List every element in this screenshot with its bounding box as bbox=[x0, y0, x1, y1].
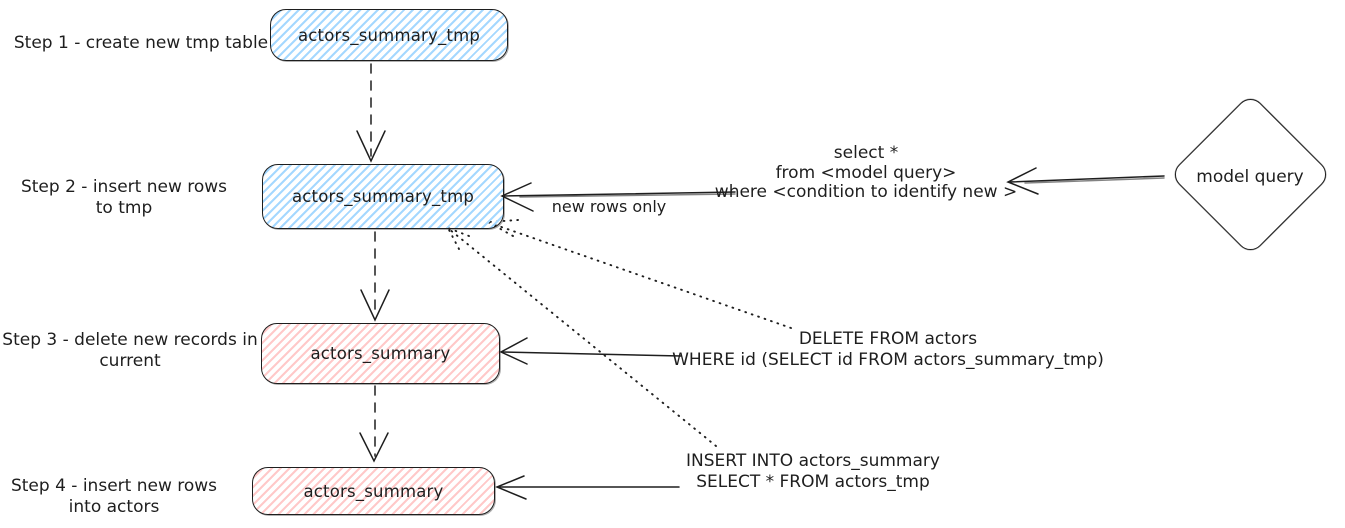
dashed-arrow-step2-to-step3 bbox=[360, 231, 390, 322]
step1-label-line1: Step 1 - create new tmp table bbox=[13, 33, 269, 53]
new-rows-only-label: new rows only bbox=[551, 197, 667, 216]
dashed-arrow-step1-to-step2 bbox=[356, 63, 386, 163]
step4-label-line1: Step 4 - insert new rows bbox=[10, 476, 218, 496]
delete-sql-text: DELETE FROM actors WHERE id (SELECT id F… bbox=[672, 329, 1104, 370]
insert-sql-line1: INSERT INTO actors_summary bbox=[686, 451, 940, 471]
step4-label: Step 4 - insert new rows into actors bbox=[11, 476, 217, 518]
step2-label-line2: to tmp bbox=[95, 198, 153, 218]
step1-label: Step 1 - create new tmp table bbox=[14, 33, 268, 54]
delete-sql-line1: DELETE FROM actors bbox=[798, 329, 978, 349]
delete-sql-line2: WHERE id (SELECT id FROM actors_summary_… bbox=[672, 349, 1104, 370]
arrow-model-query-to-select-query bbox=[1006, 167, 1165, 195]
select-query-line1: select * bbox=[833, 143, 899, 163]
step2-label: Step 2 - insert new rows to tmp bbox=[21, 177, 227, 219]
step3-label: Step 3 - delete new records in current bbox=[2, 330, 257, 372]
model-query-label: model query bbox=[1196, 167, 1304, 187]
step4-label-line2: into actors bbox=[68, 497, 160, 517]
step3-label-line1: Step 3 - delete new records in bbox=[2, 330, 258, 350]
step2-tmp-table-box: actors_summary_tmp bbox=[262, 164, 504, 229]
dotted-arrow-insert-ref-to-tmp-box bbox=[447, 227, 717, 447]
step3-label-line2: current bbox=[99, 351, 161, 371]
step1-box-label: actors_summary_tmp bbox=[297, 25, 481, 45]
step4-box-label: actors_summary bbox=[303, 481, 444, 501]
step2-label-line1: Step 2 - insert new rows bbox=[20, 177, 228, 197]
select-query-line2: from <model query> bbox=[775, 162, 957, 183]
step4-summary-table-box: actors_summary bbox=[252, 467, 495, 515]
step2-box-label: actors_summary_tmp bbox=[291, 187, 475, 206]
insert-sql-line2: SELECT * FROM actors_tmp bbox=[696, 472, 930, 492]
select-query-line3: where <condition to identify new > bbox=[714, 182, 1018, 202]
step3-summary-table-box: actors_summary bbox=[261, 323, 500, 384]
select-query-text: select * from <model query> where <condi… bbox=[714, 143, 1018, 203]
dotted-arrow-delete-ref-to-tmp-box bbox=[487, 219, 792, 329]
dashed-arrow-step3-to-step4 bbox=[359, 385, 389, 463]
step1-tmp-table-box: actors_summary_tmp bbox=[270, 9, 508, 61]
arrow-delete-sql-to-summary-box bbox=[499, 337, 682, 365]
step3-box-label: actors_summary bbox=[310, 344, 451, 363]
arrow-insert-sql-to-summary-box bbox=[495, 475, 680, 500]
insert-sql-text: INSERT INTO actors_summary SELECT * FROM… bbox=[686, 451, 940, 493]
